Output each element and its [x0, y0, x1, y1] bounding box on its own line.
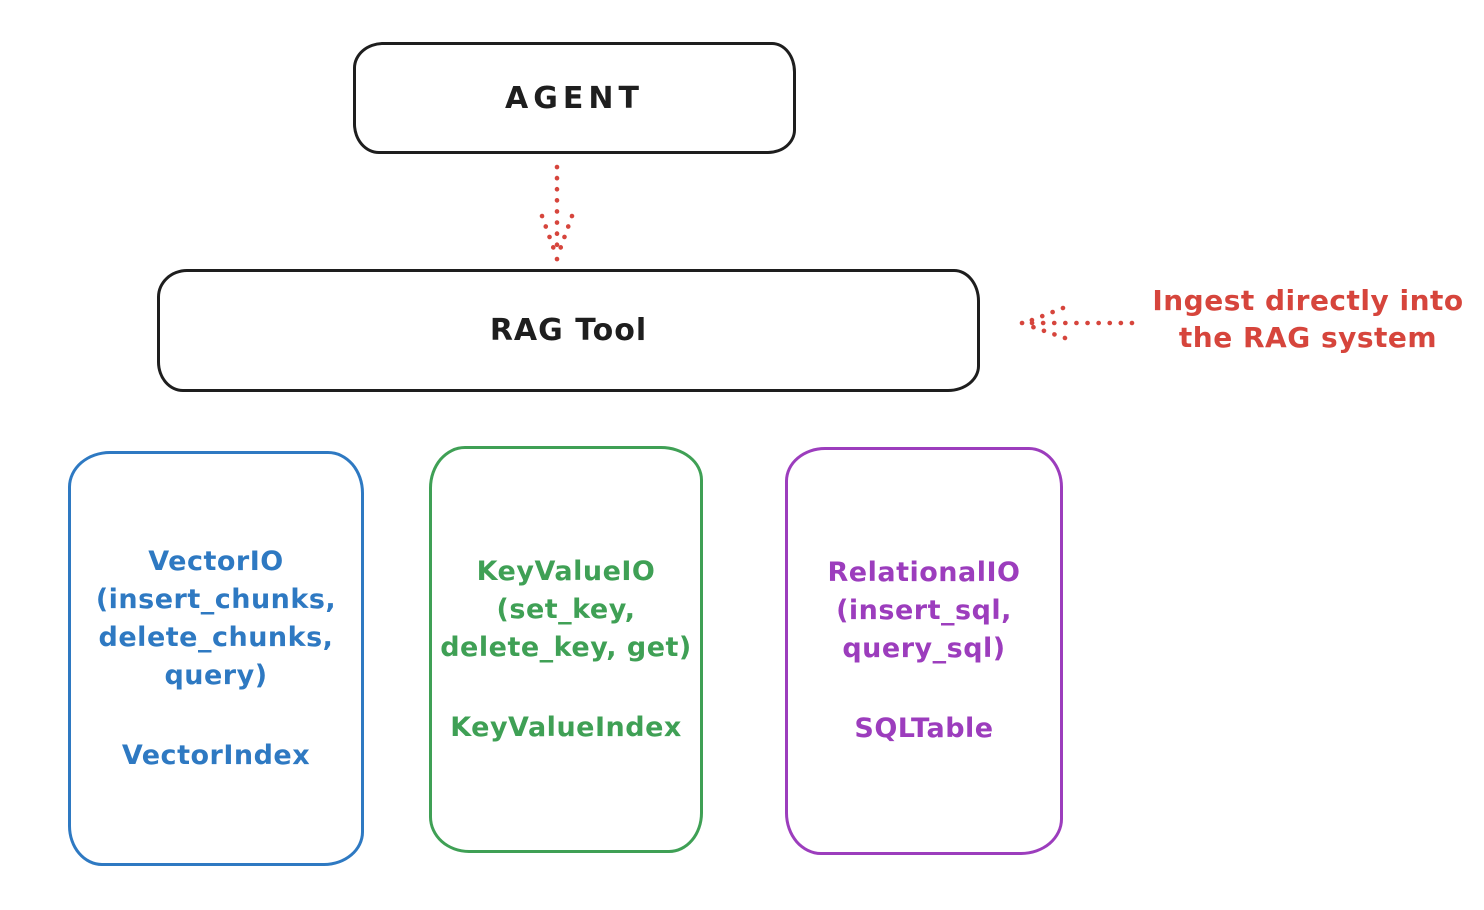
- vector-io-methods-line-2: delete_chunks,: [98, 621, 334, 653]
- vector-io-methods-line-3: query): [164, 659, 268, 691]
- relational-io-title: RelationalIO: [827, 557, 1021, 588]
- agent-node: AGENT: [353, 42, 796, 154]
- vector-io-methods-line-1: (insert_chunks,: [95, 583, 337, 615]
- annotation-text: Ingest directly into the RAG system: [1138, 282, 1478, 356]
- keyvalue-io-methods-line-1: (set_key,: [496, 593, 636, 625]
- keyvalue-index-label: KeyValueIndex: [450, 711, 682, 743]
- annotation-line-1: Ingest directly into: [1152, 284, 1464, 317]
- keyvalue-io-title: KeyValueIO: [476, 555, 656, 587]
- keyvalue-io-node: KeyValueIO (set_key, delete_key, get) Ke…: [429, 446, 703, 853]
- vector-index-label: VectorIndex: [121, 739, 311, 771]
- relational-io-node: RelationalIO (insert_sql, query_sql) SQL…: [785, 447, 1063, 855]
- annotation-line-2: the RAG system: [1178, 321, 1438, 354]
- rag-tool-label: RAG Tool: [489, 313, 648, 348]
- vector-io-title: VectorIO: [148, 545, 284, 577]
- sql-table-label: SQLTable: [854, 713, 994, 744]
- keyvalue-io-methods-line-2: delete_key, get): [440, 631, 692, 663]
- relational-io-methods-line-2: query_sql): [842, 633, 1006, 664]
- agent-to-ragtool-arrow-icon: [539, 164, 575, 262]
- rag-tool-node: RAG Tool: [157, 269, 980, 392]
- agent-label: AGENT: [505, 80, 644, 116]
- annotation-to-ragtool-arrow-icon: [1019, 305, 1135, 341]
- relational-io-methods-line-1: (insert_sql,: [836, 595, 1012, 626]
- vector-io-node: VectorIO (insert_chunks, delete_chunks, …: [68, 451, 364, 866]
